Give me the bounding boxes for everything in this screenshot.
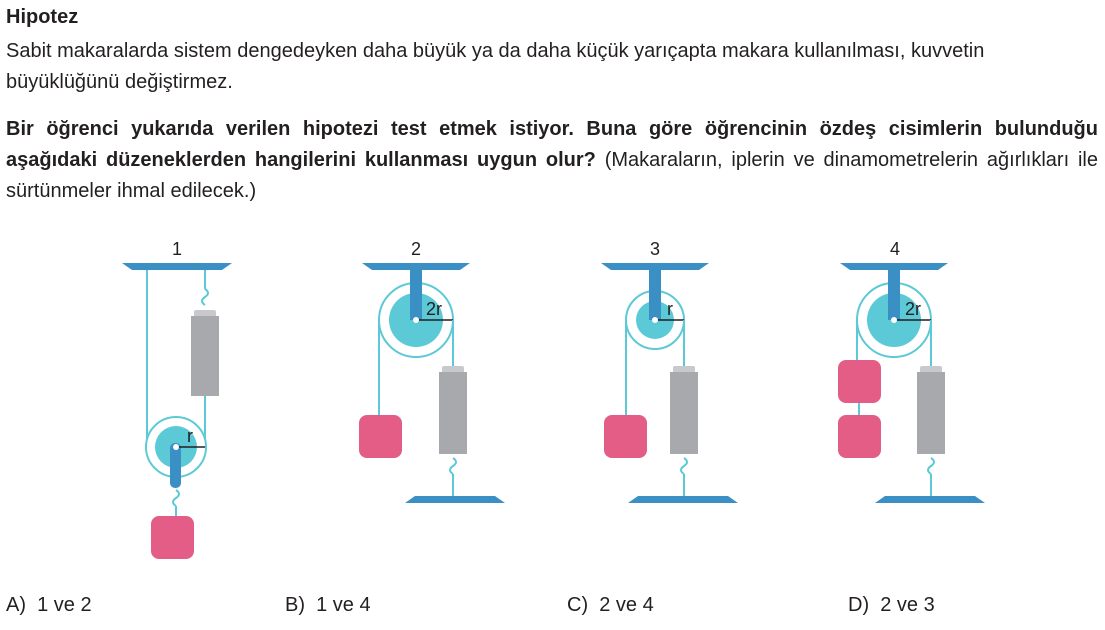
choice-a-letter: A) bbox=[6, 594, 26, 616]
choice-d-letter: D) bbox=[848, 594, 870, 616]
question-note: (Makaraların, iplerin ve dinamometreleri… bbox=[6, 149, 1098, 202]
setup-1-dyn-hook-top bbox=[201, 288, 209, 306]
setup-3-hanger bbox=[649, 268, 661, 320]
choice-a[interactable]: A) 1 ve 2 bbox=[6, 594, 92, 617]
setup-1-axle bbox=[173, 444, 179, 450]
choice-b-text: 1 ve 4 bbox=[316, 594, 371, 616]
pulley-setups-figure: 1 r 2 2r 3 bbox=[122, 239, 985, 559]
setup-4-dynamometer bbox=[917, 372, 945, 454]
setup-3-floor bbox=[628, 496, 738, 503]
setup-4-ceiling bbox=[840, 263, 948, 270]
setup-3: 3 r bbox=[601, 239, 738, 503]
setup-3-mass bbox=[604, 415, 647, 458]
setup-2-dynamometer bbox=[439, 372, 467, 454]
setup-2-radius-label: 2r bbox=[426, 299, 442, 319]
setup-4-mass-upper bbox=[838, 360, 881, 403]
setup-3-number: 3 bbox=[650, 239, 660, 259]
choice-c[interactable]: C) 2 ve 4 bbox=[567, 594, 654, 617]
choice-d[interactable]: D) 2 ve 3 bbox=[848, 594, 935, 617]
question-bold: Bir öğrenci yukarıda verilen hipotezi te… bbox=[6, 118, 1098, 171]
setup-2-hanger bbox=[410, 268, 422, 320]
setup-4-mass-lower bbox=[838, 415, 881, 458]
setup-3-ceiling bbox=[601, 263, 709, 270]
question-text: Bir öğrenci yukarıda verilen hipotezi te… bbox=[6, 114, 1098, 207]
setup-2-ceiling bbox=[362, 263, 470, 270]
choice-a-text: 1 ve 2 bbox=[37, 594, 92, 616]
choice-d-text: 2 ve 3 bbox=[880, 594, 935, 616]
setup-4-dyn-hook bbox=[927, 457, 935, 475]
choice-c-letter: C) bbox=[567, 594, 589, 616]
setup-4: 4 2r bbox=[838, 239, 985, 503]
setup-2-number: 2 bbox=[411, 239, 421, 259]
setup-1: 1 r bbox=[122, 239, 232, 559]
setup-4-floor bbox=[875, 496, 985, 503]
setup-4-axle bbox=[891, 317, 897, 323]
setup-1-dynamometer bbox=[191, 316, 219, 396]
setup-1-number: 1 bbox=[172, 239, 182, 259]
setup-1-ceiling bbox=[122, 263, 232, 270]
setup-4-radius-label: 2r bbox=[905, 299, 921, 319]
setup-2-dyn-hook bbox=[449, 457, 457, 475]
setup-4-hanger bbox=[888, 268, 900, 320]
choice-b[interactable]: B) 1 ve 4 bbox=[285, 594, 371, 617]
setup-2-floor bbox=[405, 496, 505, 503]
setup-3-dynamometer bbox=[670, 372, 698, 454]
setup-1-mass bbox=[151, 516, 194, 559]
setup-2-mass bbox=[359, 415, 402, 458]
hypothesis-title: Hipotez bbox=[6, 6, 79, 28]
setup-3-radius-label: r bbox=[667, 299, 673, 319]
setup-1-radius-label: r bbox=[187, 426, 193, 446]
setup-2: 2 2r bbox=[359, 239, 505, 503]
setup-4-number: 4 bbox=[890, 239, 900, 259]
hypothesis-text: Sabit makaralarda sistem dengedeyken dah… bbox=[6, 40, 985, 93]
setup-1-axle-arm bbox=[170, 443, 181, 488]
choice-c-text: 2 ve 4 bbox=[599, 594, 654, 616]
choice-b-letter: B) bbox=[285, 594, 305, 616]
setup-3-axle bbox=[652, 317, 658, 323]
setup-1-mass-hook bbox=[172, 489, 180, 507]
setup-3-dyn-hook bbox=[680, 457, 688, 475]
setup-2-axle bbox=[413, 317, 419, 323]
